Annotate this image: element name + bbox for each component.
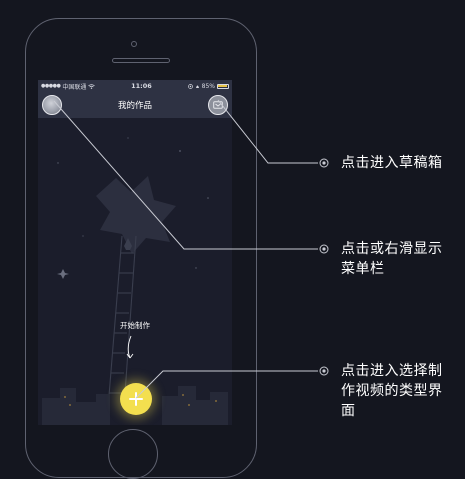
signal-strength-icon: ●●●●●	[41, 83, 61, 89]
callout-marker-drafts	[319, 158, 329, 168]
battery-percent: 85%	[201, 82, 215, 90]
start-creating-label: 开始制作	[120, 321, 150, 330]
callout-create-line-2: 作视频的类型界	[341, 383, 443, 399]
drafts-box-icon	[213, 101, 223, 109]
callout-menu-line-2: 菜单栏	[341, 261, 385, 277]
battery-icon	[216, 83, 229, 89]
callout-markers	[319, 158, 329, 376]
callout-menu-line-1: 点击或右滑显示	[341, 241, 443, 257]
page-title: 我的作品	[117, 101, 152, 111]
night-sky-illustration	[42, 137, 228, 425]
phone-screen: ●●●●● 中国联通 11:06 85% 我的作品	[38, 80, 232, 425]
callout-drafts: 点击进入草稿箱	[341, 153, 443, 173]
status-bar: ●●●●● 中国联通 11:06 85%	[38, 80, 232, 92]
create-new-button[interactable]	[120, 383, 152, 415]
callout-create-line-1: 点击进入选择制	[341, 363, 443, 379]
arrow-down-icon	[126, 335, 134, 359]
drafts-button[interactable]	[208, 95, 228, 115]
carrier-name: 中国联通	[62, 83, 87, 91]
home-button[interactable]	[108, 429, 158, 479]
status-time: 11:06	[131, 82, 152, 90]
city-skyline	[42, 386, 228, 425]
sparkle-icon	[57, 269, 69, 279]
avatar-menu-button[interactable]	[42, 95, 62, 115]
callout-create: 点击进入选择制 作视频的类型界 面	[341, 361, 443, 421]
callout-marker-menu	[319, 244, 329, 254]
front-camera	[131, 41, 137, 47]
earpiece	[112, 58, 170, 63]
alarm-icon	[195, 85, 199, 88]
plus-icon	[129, 392, 143, 406]
callout-drafts-line: 点击进入草稿箱	[341, 155, 443, 171]
nav-bar: 我的作品	[38, 92, 232, 118]
callout-create-line-3: 面	[341, 403, 356, 419]
location-icon	[187, 83, 193, 89]
callout-menu: 点击或右滑显示 菜单栏	[341, 239, 443, 279]
battery-fill	[218, 85, 227, 88]
wifi-icon	[88, 83, 96, 89]
callout-marker-create	[319, 366, 329, 376]
